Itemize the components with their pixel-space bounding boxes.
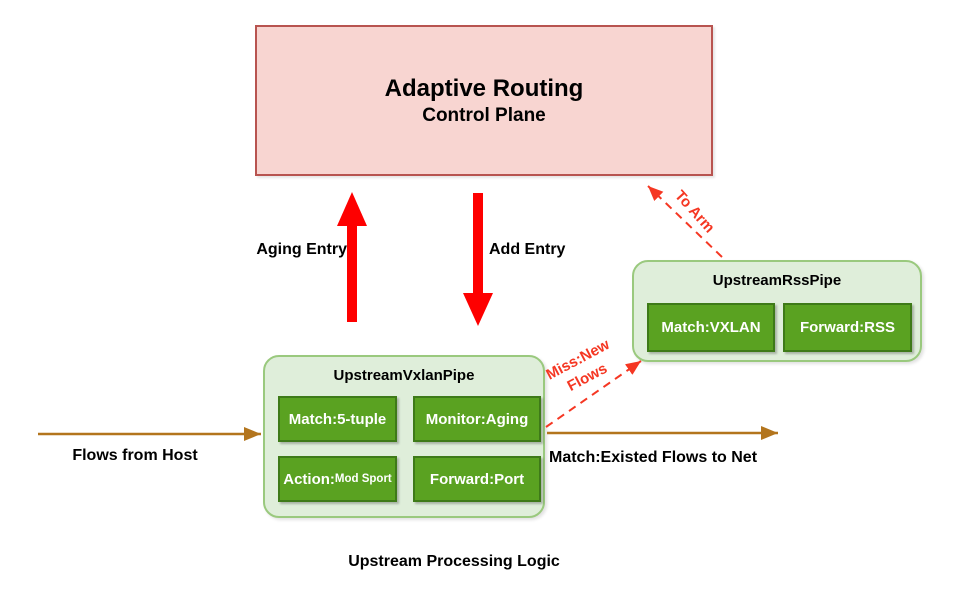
upstream-vxlan-pipe-box: UpstreamVxlanPipe Match:5-tuple Monitor:… <box>263 355 545 518</box>
cell-match-vxlan-label: Match:VXLAN <box>661 319 761 336</box>
add-entry-label: Add Entry <box>489 241 566 258</box>
cell-match-5-tuple: Match:5-tuple <box>278 396 397 442</box>
upstream-vxlan-pipe-cells: Match:5-tuple Monitor:Aging Action: Mod … <box>278 396 541 502</box>
cell-action-sub-label: Mod Sport <box>334 473 392 485</box>
add-entry-arrow <box>463 193 493 326</box>
cell-monitor-aging-label: Monitor:Aging <box>425 410 529 428</box>
cell-action-mod-sport: Action: Mod Sport <box>278 456 397 502</box>
upstream-rss-pipe-box: UpstreamRssPipe Match:VXLAN Forward:RSS <box>632 260 922 362</box>
upstream-vxlan-pipe-title: UpstreamVxlanPipe <box>333 367 475 384</box>
control-plane-box: Adaptive Routing Control Plane <box>255 25 713 176</box>
upstream-rss-pipe-title: UpstreamRssPipe <box>712 272 842 289</box>
cell-forward-rss: Forward:RSS <box>783 303 912 352</box>
cell-forward-rss-label: Forward:RSS <box>799 319 895 336</box>
flows-from-host-label: Flows from Host <box>72 447 198 464</box>
match-existed-flows-label: Match:Existed Flows to Net <box>549 449 758 466</box>
to-arm-label: To Arm <box>671 187 718 237</box>
upstream-rss-pipe-cells: Match:VXLAN Forward:RSS <box>647 303 912 352</box>
control-plane-subtitle: Control Plane <box>422 104 546 126</box>
cell-forward-port: Forward:Port <box>413 456 541 502</box>
cell-match-vxlan: Match:VXLAN <box>647 303 775 352</box>
cell-forward-port-label: Forward:Port <box>429 470 525 488</box>
cell-match-5-tuple-label: Match:5-tuple <box>288 410 387 428</box>
aging-entry-label: Aging Entry <box>256 241 347 258</box>
miss-new-flows-label: Miss:New Flows <box>528 327 639 412</box>
diagram-caption: Upstream Processing Logic <box>348 553 560 570</box>
cell-action-label: Action: <box>283 470 335 488</box>
cell-monitor-aging: Monitor:Aging <box>413 396 541 442</box>
control-plane-title: Adaptive Routing <box>384 74 584 102</box>
